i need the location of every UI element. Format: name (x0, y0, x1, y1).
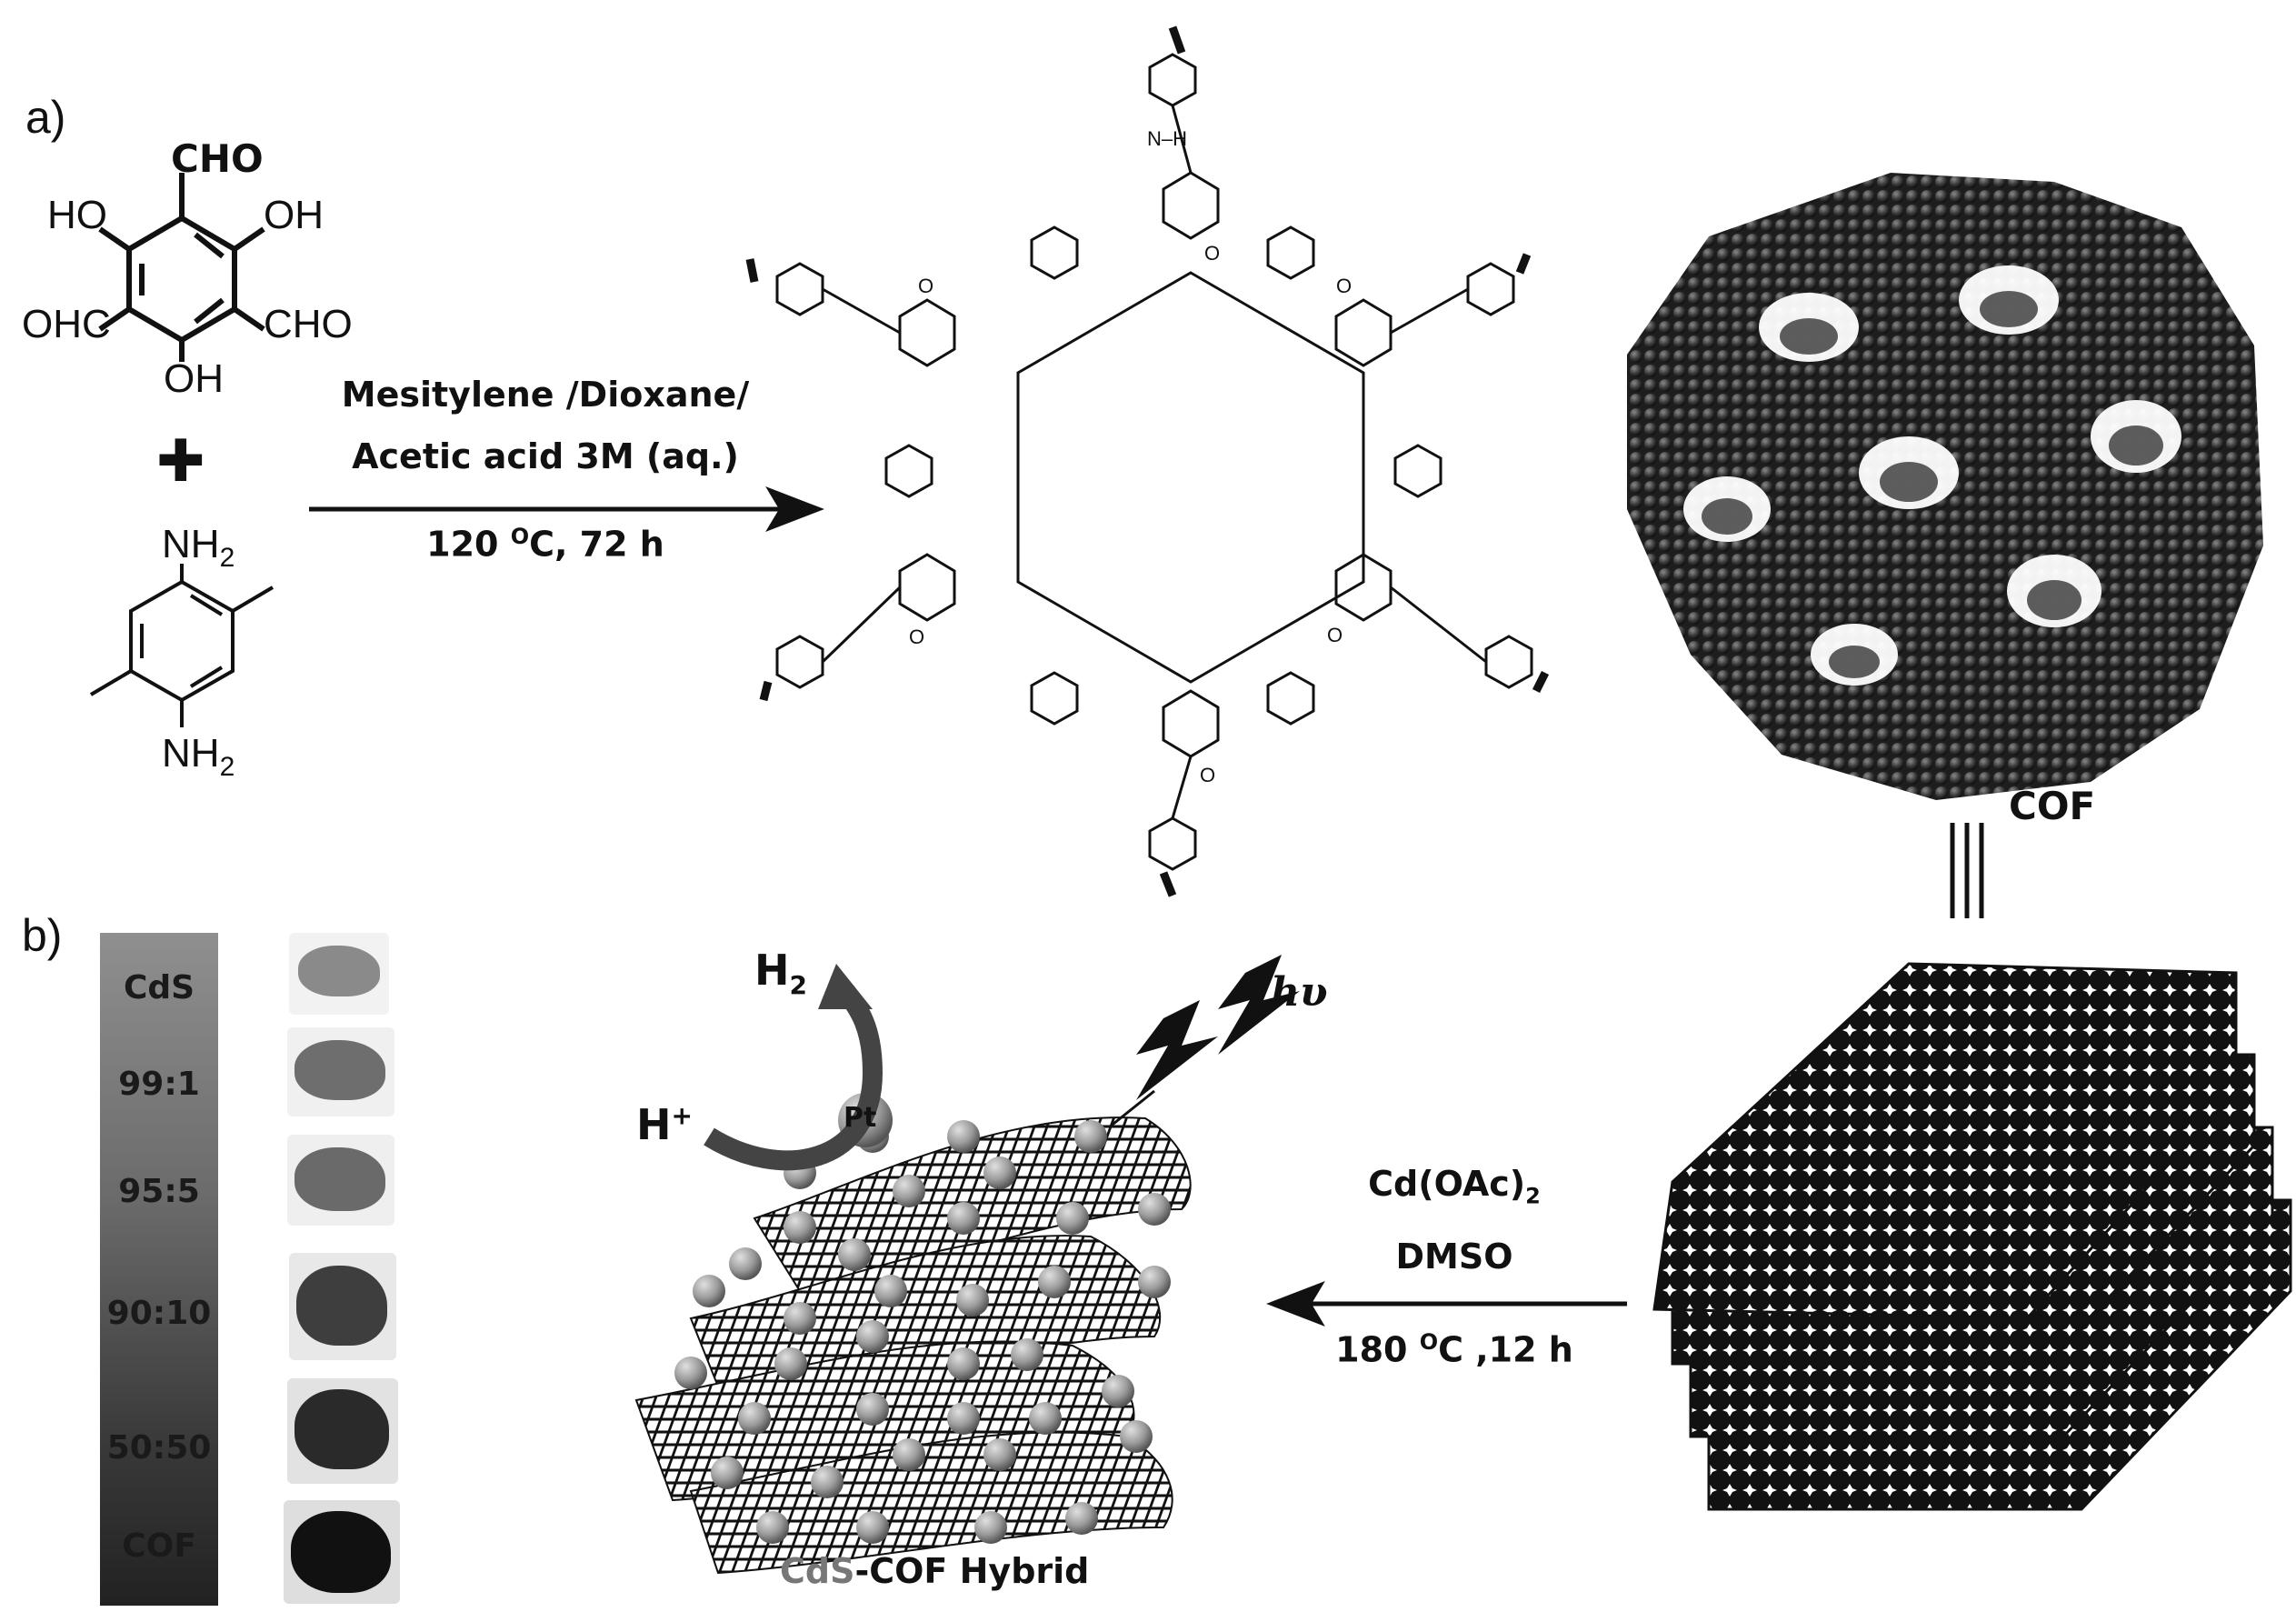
sample-powder (294, 1147, 385, 1211)
sample-photo-99-1 (287, 1027, 394, 1116)
sample-photo-90-10 (289, 1253, 396, 1360)
ratio-label-99-1: 99:1 (118, 1066, 200, 1103)
svg-text:O: O (1200, 764, 1215, 786)
sample-photo-50-50 (287, 1378, 398, 1484)
pt-label: Pt (844, 1102, 877, 1134)
svg-text:O: O (918, 275, 933, 297)
svg-text:O: O (1336, 275, 1352, 297)
hybrid-label: CdS-COF Hybrid (780, 1551, 1090, 1591)
ho-left-label: HO (47, 193, 107, 237)
ohc-left-label: OHC (22, 302, 111, 346)
sample-powder (296, 1266, 387, 1346)
oh-right-label: OH (264, 193, 324, 237)
conditions-line3: 120 OC, 72 h (426, 524, 664, 565)
h2-label: H2 (754, 946, 807, 1001)
svg-text:O: O (1204, 242, 1220, 265)
nh2-bottom-label: NH2 (162, 731, 235, 782)
sample-powder (298, 946, 380, 996)
cho-right-label: CHO (264, 302, 353, 346)
sample-powder (294, 1389, 389, 1469)
svg-text:N–H: N–H (1147, 127, 1187, 150)
cho-top-label: CHO (171, 136, 264, 181)
plus-sign: ✚ (156, 428, 205, 496)
panel-b-label: b) (22, 910, 63, 961)
conditions-b-line3: 180 OC ,12 h (1335, 1329, 1573, 1370)
oh-bottom-label: OH (164, 356, 224, 401)
sample-photo-95-5 (287, 1135, 394, 1226)
sample-photo-cds (289, 933, 389, 1015)
panel-a-label: a) (25, 92, 66, 143)
ratio-gradient-bar (100, 933, 218, 1606)
nh2-top-label: NH2 (162, 522, 235, 573)
sample-powder (291, 1511, 391, 1593)
conditions-b-line2: DMSO (1395, 1237, 1513, 1277)
ratio-label-90-10: 90:10 (106, 1295, 212, 1332)
ratio-label-cds: CdS (123, 969, 195, 1006)
ratio-label-50-50: 50:50 (106, 1429, 212, 1467)
ratio-label-95-5: 95:5 (118, 1173, 200, 1210)
conditions-line2: Acetic acid 3M (aq.) (352, 436, 739, 476)
hv-label: hυ (1271, 969, 1328, 1016)
conditions-b-line1: Cd(OAc)2 (1368, 1164, 1541, 1209)
sample-powder (294, 1040, 385, 1100)
cof-label: COF (2009, 784, 2096, 828)
ratio-label-cof: COF (122, 1527, 196, 1565)
svg-text:O: O (909, 626, 924, 648)
sample-photo-cof (284, 1500, 400, 1604)
svg-text:O: O (1327, 624, 1343, 646)
conditions-line1: Mesitylene /Dioxane/ (341, 375, 750, 415)
h-plus-label: H+ (636, 1100, 693, 1149)
